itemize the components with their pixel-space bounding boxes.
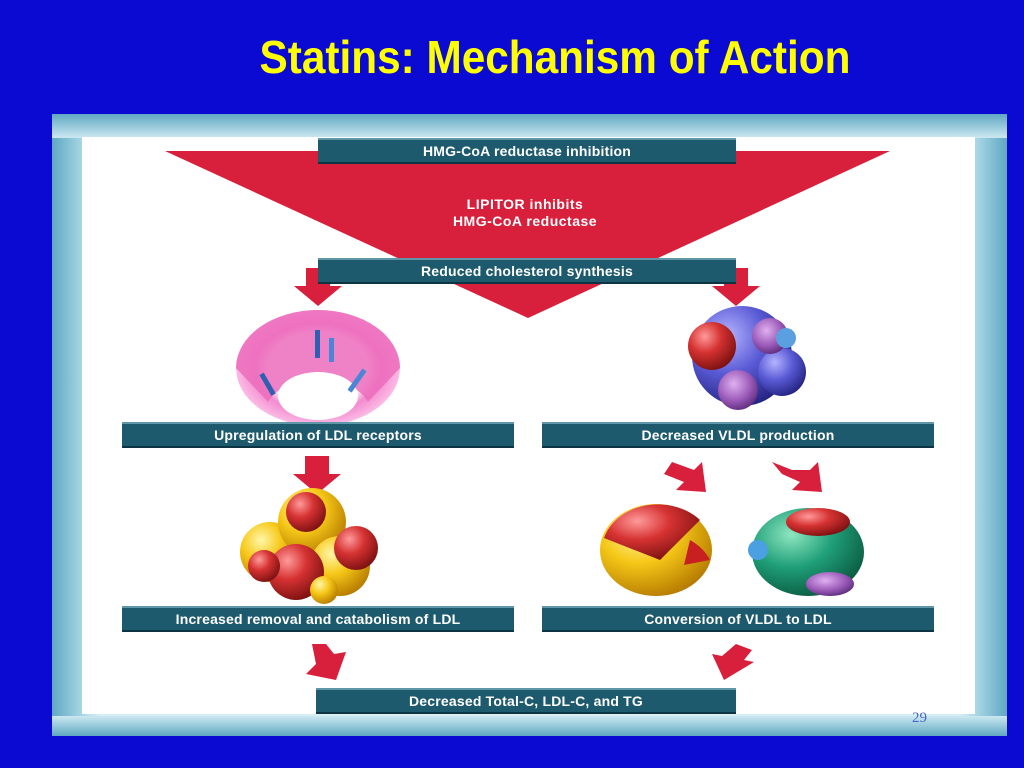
ldl-receptor-illustration	[236, 310, 400, 426]
right-step1-label: Decreased VLDL production	[542, 422, 934, 448]
funnel-text: LIPITOR inhibits HMG-CoA reductase	[380, 196, 670, 230]
ldl-particle-illustration	[600, 504, 712, 596]
ldl-cluster-illustration	[240, 488, 378, 604]
reduced-synthesis-label: Reduced cholesterol synthesis	[318, 258, 736, 284]
down-arrow-icon	[306, 644, 346, 680]
bottom-label: Decreased Total-C, LDL-C, and TG	[316, 688, 736, 714]
funnel-triangle	[165, 151, 890, 318]
diagram-frame-bottom	[52, 716, 1007, 736]
left-step2-label: Increased removal and catabolism of LDL	[122, 606, 514, 632]
funnel-text-line2: HMG-CoA reductase	[452, 213, 598, 229]
vldl-particle-illustration	[688, 306, 806, 410]
funnel-text-line1: LIPITOR inhibits	[466, 196, 584, 212]
top-label: HMG-CoA reductase inhibition	[318, 138, 736, 164]
left-step1-label: Upregulation of LDL receptors	[122, 422, 514, 448]
slide-title: Statins: Mechanism of Action	[259, 31, 851, 83]
down-arrow-icon	[772, 462, 822, 492]
down-arrow-icon	[712, 644, 754, 680]
down-arrow-icon	[293, 456, 341, 494]
down-arrow-icon	[664, 462, 706, 492]
page-number: 29	[912, 710, 927, 726]
ldl-particle-illustration	[748, 508, 864, 596]
right-step2-label: Conversion of VLDL to LDL	[542, 606, 934, 632]
diagram-frame-top	[52, 114, 1007, 138]
